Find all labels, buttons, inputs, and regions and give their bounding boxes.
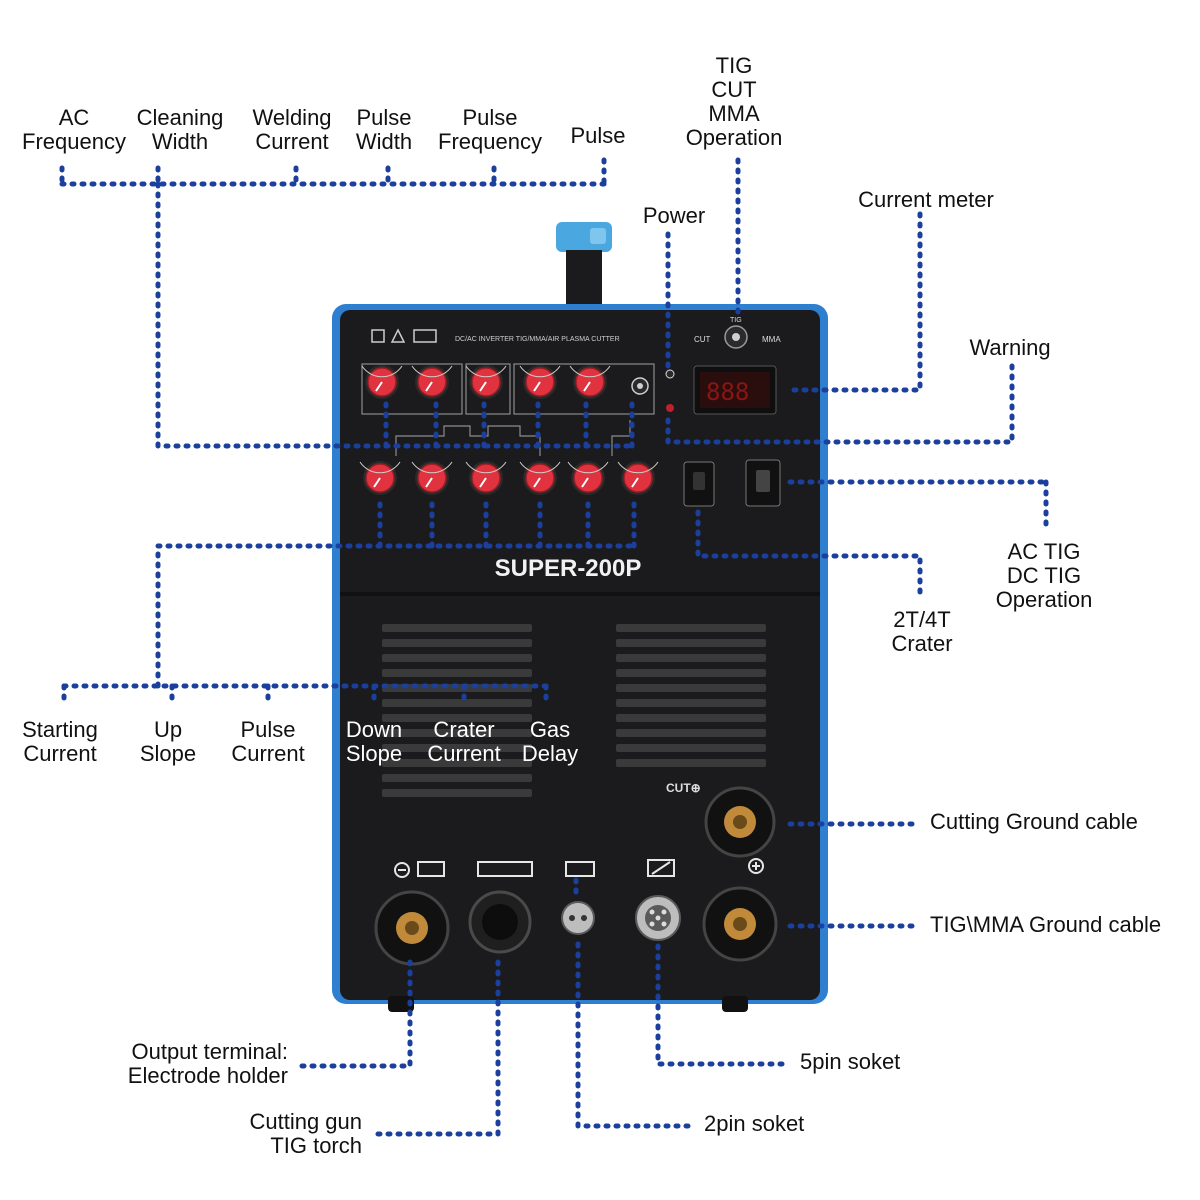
current-meter-display: 888 xyxy=(693,365,777,415)
callout-output-terminal: Output terminal: Electrode holder xyxy=(127,1039,288,1088)
callout-current-meter: Current meter xyxy=(858,187,994,212)
callout-power: Power xyxy=(642,203,706,228)
callout-starting-current: Starting Current xyxy=(22,717,98,766)
ac-dc-toggle-switch[interactable] xyxy=(745,459,781,507)
knob-starting-current[interactable] xyxy=(359,461,401,495)
callout-cleaning-width: Cleaning Width xyxy=(136,105,224,154)
2pin-socket[interactable] xyxy=(561,901,595,935)
mode-selector-switch[interactable] xyxy=(724,325,748,349)
warning-indicator-lamp xyxy=(666,404,674,412)
callout-cutting-ground-cable: Cutting Ground cable xyxy=(930,809,1138,834)
callout-ac-dc-tig-operation: AC TIG DC TIG Operation xyxy=(995,539,1093,612)
callout-pulse-current: Pulse Current xyxy=(231,717,305,766)
cutting-gun-tig-torch-socket[interactable] xyxy=(468,890,532,954)
callout-tig-mma-ground-cable: TIG\MMA Ground cable xyxy=(930,912,1162,937)
pulse-selector-switch[interactable] xyxy=(631,377,649,395)
knob-pulse-frequency[interactable] xyxy=(569,365,611,399)
socket-markings xyxy=(394,858,764,878)
knob-pulse-width[interactable] xyxy=(519,365,561,399)
callout-crater-current: Crater Current xyxy=(427,717,501,766)
callout-pulse: Pulse xyxy=(570,123,626,148)
certification-marks xyxy=(371,328,437,343)
knob-up-slope[interactable] xyxy=(411,461,453,495)
knob-down-slope[interactable] xyxy=(519,461,561,495)
callout-down-slope: Down Slope xyxy=(345,717,403,766)
front-caption: DC/AC INVERTER TIG/MMA/AIR PLASMA CUTTER xyxy=(455,336,620,343)
knob-crater-current[interactable] xyxy=(567,461,609,495)
power-indicator-lamp xyxy=(665,369,675,379)
callout-ac-frequency: AC Frequency xyxy=(22,105,126,154)
knob-ac-frequency[interactable] xyxy=(361,365,403,399)
knob-cleaning-width[interactable] xyxy=(411,365,453,399)
carry-handle xyxy=(556,222,612,308)
electrode-holder-terminal[interactable] xyxy=(374,890,450,966)
5pin-socket[interactable] xyxy=(635,895,681,941)
cutting-ground-terminal[interactable] xyxy=(704,786,776,858)
knob-pulse-current[interactable] xyxy=(465,461,507,495)
callout-cutting-gun-tig-torch: Cutting gun TIG torch xyxy=(249,1109,362,1158)
callout-warning: Warning xyxy=(969,335,1051,360)
callout-welding-current: Welding Current xyxy=(252,105,332,154)
mode-selector-label-cut: CUT xyxy=(694,335,711,344)
callout-2pin-socket: 2pin soket xyxy=(704,1111,805,1136)
knob-welding-current[interactable] xyxy=(465,365,507,399)
callout-2t-4t-crater: 2T/4T Crater xyxy=(891,607,953,656)
cooling-vent-right xyxy=(616,624,766,767)
callout-pulse-width: Pulse Width xyxy=(355,105,413,154)
callout-tig-cut-mma-operation: TIG CUT MMA Operation xyxy=(685,53,783,150)
callout-pulse-frequency: Pulse Frequency xyxy=(438,105,542,154)
mode-selector-label-mma: MMA xyxy=(762,335,781,344)
callout-5pin-socket: 5pin soket xyxy=(800,1049,901,1074)
tig-mma-ground-terminal[interactable] xyxy=(702,886,778,962)
model-name: SUPER-200P xyxy=(495,555,642,582)
leader-lines xyxy=(59,157,1049,1137)
svg-text:888: 888 xyxy=(706,378,749,406)
mode-selector-label-tig: TIG xyxy=(730,317,742,324)
callout-up-slope: Up Slope xyxy=(139,717,197,766)
callout-gas-delay: Gas Delay xyxy=(521,717,579,766)
cooling-vent-left xyxy=(382,624,532,797)
knob-gas-delay[interactable] xyxy=(617,461,659,495)
2t-4t-toggle-switch[interactable] xyxy=(683,461,715,507)
cut-terminal-marking: CUT⊕ xyxy=(666,781,701,795)
